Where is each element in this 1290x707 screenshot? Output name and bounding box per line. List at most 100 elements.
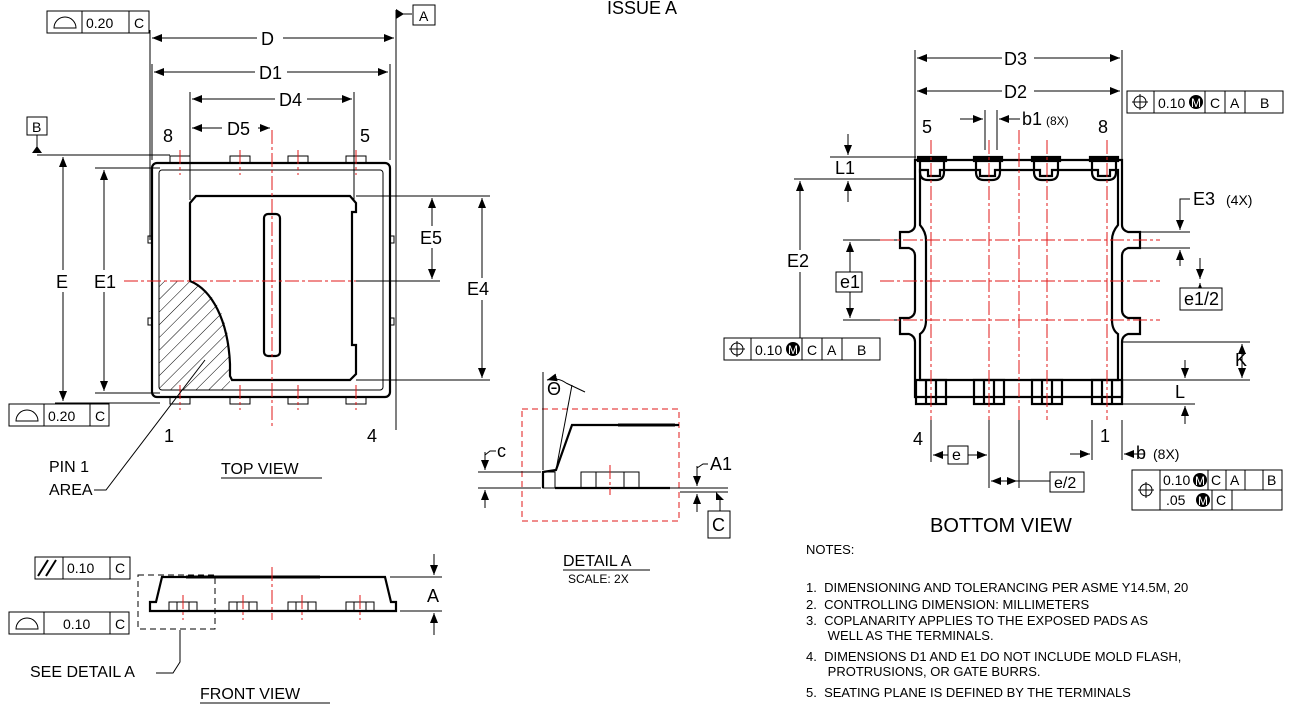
dim-d5: D5 — [227, 119, 250, 139]
comp-fcf-mod2: M — [1198, 494, 1208, 508]
dim-e3-count: (4X) — [1226, 192, 1252, 208]
comp-fcf-datum-1: C — [1211, 472, 1221, 488]
comp-fcf-mod: M — [1195, 474, 1205, 488]
top-view: 0.20 C A D D1 D4 D5 8 5 — [8, 4, 498, 499]
front-flatness-value: 0.10 — [63, 616, 90, 632]
see-detail-label: SEE DETAIL A — [30, 664, 135, 681]
front-view-title: FRONT VIEW — [200, 686, 301, 703]
dim-l1: L1 — [835, 158, 855, 178]
bottom-top-fcf: 0.10 M C A B — [1126, 90, 1284, 114]
front-view: 0.10 C 0.10 C A SEE DETAIL A — [8, 554, 442, 704]
pin1-hatch — [159, 281, 230, 390]
top-pin-4: 4 — [367, 426, 377, 446]
exposed-pad — [188, 194, 358, 382]
front-dim-a: A — [427, 586, 439, 606]
top-pin-1: 1 — [164, 426, 174, 446]
top-flatness-value: 0.20 — [86, 15, 113, 31]
notes-title: NOTES: — [806, 542, 855, 557]
dim-d1: D1 — [259, 63, 282, 83]
parallelism-fcf: 0.10 C — [34, 556, 131, 580]
front-flatness-datum: C — [115, 616, 125, 632]
dim-b: b — [1136, 443, 1146, 463]
detail-scale: SCALE: 2X — [568, 572, 629, 586]
left-fcf-value: 0.10 — [755, 342, 782, 358]
bottom-flatness-datum: C — [95, 408, 105, 424]
bottom-flatness-value: 0.20 — [48, 408, 75, 424]
bottom-view-title: BOTTOM VIEW — [930, 515, 1072, 537]
front-flatness-fcf: 0.10 C — [8, 611, 130, 635]
top-fcf-datum-1: C — [1210, 95, 1220, 111]
dim-b-count: (8X) — [1153, 446, 1179, 462]
top-pin-8: 8 — [163, 126, 173, 146]
issue-label: ISSUE A — [607, 0, 677, 18]
top-fcf-datum-2: A — [1230, 95, 1240, 111]
detail-a: Θ c A1 C DETAIL A SCALE: 2X — [478, 372, 732, 586]
top-pin-5: 5 — [360, 126, 370, 146]
comp-fcf-datum-2: A — [1230, 472, 1240, 488]
left-fcf-mod: M — [788, 343, 798, 357]
comp-fcf-value: 0.10 — [1163, 472, 1190, 488]
bottom-pin-1: 1 — [1100, 426, 1110, 446]
comp-fcf-datum-3: B — [1267, 472, 1276, 488]
bottom-flatness-fcf: 0.20 C — [8, 403, 110, 427]
pin1-label-line1: PIN 1 — [49, 459, 89, 476]
bottom-pin-4: 4 — [913, 429, 923, 449]
dim-e4: E4 — [467, 279, 489, 299]
dim-b1: b1 — [1022, 109, 1042, 129]
dim-l: L — [1175, 382, 1185, 402]
dim-e: E — [56, 272, 68, 292]
top-fcf-datum-3: B — [1260, 95, 1269, 111]
datum-b-label: B — [32, 119, 41, 135]
bottom-pin-8: 8 — [1098, 117, 1108, 137]
top-view-title: TOP VIEW — [221, 461, 300, 478]
comp-fcf-datum2: C — [1216, 492, 1226, 508]
top-fcf-mod: M — [1191, 96, 1201, 110]
dim-e1-half: e1/2 — [1184, 289, 1219, 309]
dim-d3: D3 — [1004, 49, 1027, 69]
bottom-pin-5: 5 — [922, 117, 932, 137]
detail-datum-c: C — [712, 515, 725, 535]
note-3: 3. COPLANARITY APPLIES TO THE EXPOSED PA… — [806, 613, 1148, 643]
bottom-body — [898, 158, 1142, 399]
dim-d: D — [261, 29, 274, 49]
dim-d2: D2 — [1004, 82, 1027, 102]
pin1-label-line2: AREA — [49, 482, 93, 499]
dim-e-pitch: e — [952, 447, 961, 464]
note-2: 2. CONTROLLING DIMENSION: MILLIMETERS — [806, 597, 1090, 612]
dim-e1-basic: e1 — [840, 272, 860, 292]
note-4: 4. DIMENSIONS D1 AND E1 DO NOT INCLUDE M… — [806, 649, 1182, 679]
comp-fcf-value2: .05 — [1166, 492, 1186, 508]
dim-e5: E5 — [420, 228, 442, 248]
bottom-view: D3 D2 0.10 M C A B 5 8 b1 (8X) — [723, 48, 1284, 537]
note-1: 1. DIMENSIONING AND TOLERANCING PER ASME… — [806, 580, 1189, 595]
dim-b1-count: (8X) — [1046, 114, 1069, 128]
parallelism-datum: C — [115, 560, 125, 576]
note-5: 5. SEATING PLANE IS DEFINED BY THE TERMI… — [806, 685, 1131, 698]
bottom-left-fcf: 0.10 M C A B — [723, 337, 881, 361]
dim-e2: E2 — [787, 251, 809, 271]
left-fcf-datum-1: C — [807, 342, 817, 358]
detail-theta: Θ — [547, 379, 561, 399]
flatness-icon — [15, 409, 39, 422]
bottom-composite-fcf: 0.10 M C A B .05 M C — [1131, 469, 1283, 511]
datum-b-flag: B — [26, 116, 48, 153]
dim-e1: E1 — [94, 272, 116, 292]
datum-a-flag: A — [396, 4, 436, 26]
top-flatness-fcf: 0.20 C — [46, 10, 150, 34]
flatness-icon — [15, 617, 39, 630]
left-fcf-datum-2: A — [827, 342, 837, 358]
dim-d4: D4 — [279, 90, 302, 110]
dim-e-half: e/2 — [1054, 475, 1076, 492]
dim-e3: E3 — [1193, 189, 1215, 209]
detail-c: c — [497, 441, 506, 461]
top-fcf-value: 0.10 — [1158, 95, 1185, 111]
flatness-icon — [53, 16, 77, 29]
dim-k: K — [1235, 350, 1247, 370]
top-flatness-datum: C — [134, 15, 144, 31]
detail-title: DETAIL A — [563, 553, 632, 570]
detail-a1: A1 — [710, 454, 732, 474]
left-fcf-datum-3: B — [857, 342, 866, 358]
parallelism-value: 0.10 — [67, 560, 94, 576]
datum-a-label: A — [419, 8, 429, 24]
